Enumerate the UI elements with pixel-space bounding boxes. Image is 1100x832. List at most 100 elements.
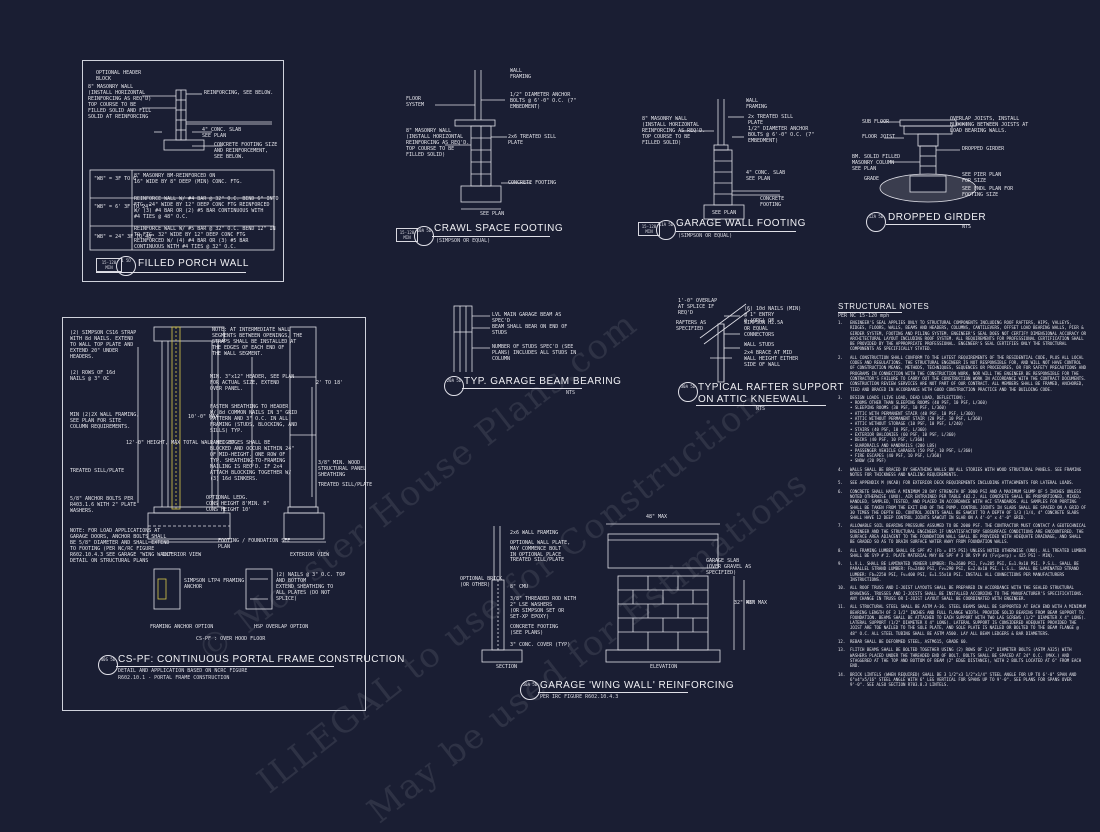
note-text: ALL FRAMING LUMBER SHALL BE SPF #2 (Fb =… — [850, 547, 1087, 558]
porch-row-2-dim: "WB" = 6' 3F TO 24" — [94, 204, 152, 210]
portal-footer: CS-PF : OVER HOOD FLOOR — [196, 636, 266, 642]
wing-dim-min: 32" MIN — [734, 600, 756, 606]
garage-label-footing: CONCRETE FOOTING — [760, 196, 785, 208]
portal-label-treated: TREATED SILL/PLATE — [318, 482, 373, 488]
wing-subtitle: PER IRC FIGURE R602.10.4.3 — [540, 694, 619, 700]
porch-label-reinforcing: REINFORCING, SEE BELOW. — [204, 90, 274, 96]
note-item: 8.ALL FRAMING LUMBER SHALL BE SPF #2 (Fb… — [838, 547, 1087, 558]
garage-title-underline — [676, 231, 796, 232]
garage-label-wall-framing: WALL FRAMING — [746, 98, 768, 110]
crawl-label-sill: 2x6 TREATED SILL PLATE — [508, 134, 557, 146]
note-item: 12.REBAR SHALL BE DEFORMED STEEL, ASTM61… — [838, 639, 1088, 644]
note-text: REBAR SHALL BE DEFORMED STEEL, ASTM615, … — [850, 639, 969, 645]
wing-view-elevation: ELEVATION — [650, 664, 678, 670]
load-item: GUARDRAILS AND HANDRAILS (200 LBS) — [850, 443, 1088, 448]
load-item: STAIRS (40 PSF, 10 PSF, L/360) — [850, 427, 1088, 432]
rafter-label-overlap: 1'-0" OVERLAP AT SPLICE IF REQ'D — [678, 298, 718, 316]
portal-label-ledg: OPTIONAL LEDG. CONS HEIGHT 8'MIN. 8" CON… — [206, 495, 270, 513]
crawl-label-see-plan: SEE PLAN — [480, 211, 505, 217]
wing-label-plate: OPTIONAL WALL PLATE, MAY COMMENCE BOLT I… — [510, 540, 571, 558]
portal-label-panel: PANEL EDGES SHALL BE BLOCKED AND OCCUR W… — [210, 440, 295, 482]
note-text: ALLOWABLE SOIL BEARING PRESSURE ASSUMED … — [850, 523, 1087, 545]
garage-label-anchor: 1/2" DIAMETER ANCHOR BOLTS @ 6'-0" O.C. … — [748, 126, 815, 144]
portal-detail-number: 40S 5D — [98, 655, 118, 675]
wing-view-section: SECTION — [496, 664, 518, 670]
beam-label-studs: NUMBER OF STUDS SPEC'D (SEE PLANS) INCLU… — [492, 344, 577, 362]
rafter-subtitle: NTS — [756, 406, 766, 412]
girder-label-dropped: DROPPED GIRDER — [962, 146, 1005, 152]
portal-label-sill: TREATED SILL/PLATE — [70, 468, 125, 474]
crawl-detail-number: 10A 5D — [414, 226, 434, 246]
portal-dim-width: 2' TO 18' — [316, 380, 344, 386]
load-item: ATTIC WITHOUT STORAGE (10 PSF, 10 PSF, L… — [850, 421, 1088, 426]
portal-label-nails: (2) ROWS OF 16d NAILS @ 3" OC — [70, 370, 116, 382]
portal-label-framing: MIN (2)2X WALL FRAMING, SEE PLAN FOR SIT… — [70, 412, 140, 430]
girder-label-joist: FLOOR JOIST — [862, 134, 896, 140]
portal-label-sheathing: 3/8" MIN. WOOD STRUCTURAL PANEL SHEATHIN… — [318, 460, 367, 478]
portal-dim-max: 10'-0" MAX — [188, 414, 219, 420]
crawl-label-anchor-bolts: 1/2" DIAMETER ANCHOR BOLTS @ 6'-0" O.C. … — [510, 92, 577, 110]
note-text: ENGINEER'S SEAL APPLIES ONLY TO STRUCTUR… — [850, 320, 1087, 352]
note-text: L.V.L. SHALL BE LAMINATED VENEER LUMBER:… — [850, 561, 1079, 583]
crawl-title-underline — [432, 236, 550, 237]
porch-label-header: OPTIONAL HEADER BLOCK — [96, 70, 142, 82]
portal-label-intermediate: NOTE: AT INTERMEDIATE WALL SEGMENTS BETW… — [212, 327, 303, 357]
garage-label-masonry: 8" MASONRY WALL (INSTALL HORIZONTAL REIN… — [642, 116, 706, 146]
rafter-label-studs: WALL STUDS — [744, 342, 775, 348]
crawl-label-wall-framing: WALL FRAMING — [510, 68, 532, 80]
portal-subtitle-hsp: HSP OVERLAP OPTION — [254, 624, 309, 630]
porch-row-3-dim: "WB" = 24" 3F TO 48" — [94, 234, 155, 240]
note-item: 7.ALLOWABLE SOIL BEARING PRESSURE ASSUME… — [838, 523, 1087, 545]
load-item: ATTIC WITHOUT PERMANENT STAIR (20 PSF, 1… — [850, 416, 1088, 421]
beam-label-bear: BEAM SHALL BEAR ON END OF STUDS — [492, 324, 568, 336]
wing-label-framing: 2x6 WALL FRAMING — [510, 530, 559, 536]
portal-view-exterior: EXTERIOR VIEW — [290, 552, 330, 558]
note-text: ALL STRUCTURAL STEEL SHALL BE ASTM A-36.… — [850, 604, 1087, 636]
note-text: ALL ROOF TRUSS AND I-JOIST LAYOUTS SHALL… — [850, 585, 1084, 601]
wing-label-brick: OPTIONAL BRICK (OR OTHER) — [460, 576, 503, 588]
beam-label-lvl: LVL MAIN GARAGE BEAM AS SPEC'D — [492, 312, 562, 324]
rafter-label-simpson: SIMPSON H2.5A OR EQUAL CONNECTORS — [744, 320, 784, 338]
wing-label-cover: 3" CONC. COVER (TYP) — [510, 642, 571, 648]
portal-dim-height: 12'-0" HEIGHT, MAX TOTAL WALL HEIGHT — [126, 440, 235, 446]
porch-label-slab: 4" CONC. SLAB SEE PLAN — [202, 127, 242, 139]
notes-title: STRUCTURAL NOTES — [838, 302, 930, 311]
beam-detail-number: 20A 5D — [444, 376, 464, 396]
note-text: BRICK LINTELS (WHEN REQUIRED) SHALL BE 3… — [850, 671, 1077, 688]
portal-anchor-label-1: SIMPSON LTP4 FRAMING ANCHOR — [184, 578, 245, 590]
crawl-label-footing: CONCRETE FOOTING — [508, 180, 557, 186]
note-item: 10.ALL ROOF TRUSS AND I-JOIST LAYOUTS SH… — [838, 585, 1088, 601]
crawl-footing-drawing — [435, 70, 531, 210]
garage-label-sill: 2x TREATED SILL PLATE — [748, 114, 794, 126]
girder-label-subfloor: SUB FLOOR — [862, 119, 890, 125]
garage-label-see-plan: SEE PLAN — [712, 210, 737, 216]
note-item: 4.WALLS SHALL BE BRACED BY SHEATHING WAL… — [838, 467, 1088, 478]
crawl-title: CRAWL SPACE FOOTING — [434, 223, 564, 234]
portal-subtitle-2: R602.10.1 - PORTAL FRAME CONSTRUCTION — [118, 675, 230, 681]
note-text: CONCRETE SHALL HAVE A MINIMUM 28 DAY STR… — [850, 488, 1087, 521]
porch-detail-frame — [82, 60, 284, 282]
portal-view-interior: INTERIOR VIEW — [162, 552, 202, 558]
dropped-girder-drawing — [879, 119, 977, 203]
wing-wall-drawing — [481, 523, 745, 663]
girder-subtitle: NTS — [962, 224, 972, 230]
garage-detail-number: 11A 5D — [656, 220, 676, 240]
note-text: ALL CONSTRUCTION SHALL CONFORM TO THE LA… — [850, 354, 1087, 392]
portal-label-strap: (2) SIMPSON CS16 STRAP WITH 8d NAILS. EX… — [70, 330, 137, 360]
note-item: 13.FLITCH BEAMS SHALL BE BOLTED TOGETHER… — [838, 647, 1088, 668]
structural-notes-list: 1.ENGINEER'S SEAL APPLIES ONLY TO STRUCT… — [838, 320, 1088, 690]
notes-title-underline — [838, 312, 902, 313]
load-item: SLEEPING ROOMS (30 PSF, 10 PSF, L/360) — [850, 405, 1088, 410]
wing-label-slab: GARAGE SLAB (OVER GRAVEL AS SPECIFIED) — [706, 558, 752, 576]
porch-detail-number: 1 5D — [116, 256, 136, 276]
wing-title: GARAGE 'WING WALL' REINFORCING — [540, 680, 735, 691]
wing-detail-number: 50A 5D — [520, 680, 540, 700]
portal-label-foundation: FOOTING / FOUNDATION SEE PLAN — [218, 538, 291, 550]
design-loads-list: ROOMS OTHER THAN SLEEPING ROOMS (40 PSF,… — [850, 400, 1088, 464]
porch-wall-drawing — [89, 89, 275, 251]
girder-title-underline — [886, 224, 970, 225]
rafter-title-underline — [696, 405, 826, 406]
garage-subtitle: (SIMPSON OR EQUAL) — [678, 233, 733, 239]
crawl-label-floor-system: FLOOR SYSTEM — [406, 96, 425, 108]
porch-label-wall: 8" MASONRY WALL (INSTALL HORIZONTAL REIN… — [88, 84, 152, 120]
